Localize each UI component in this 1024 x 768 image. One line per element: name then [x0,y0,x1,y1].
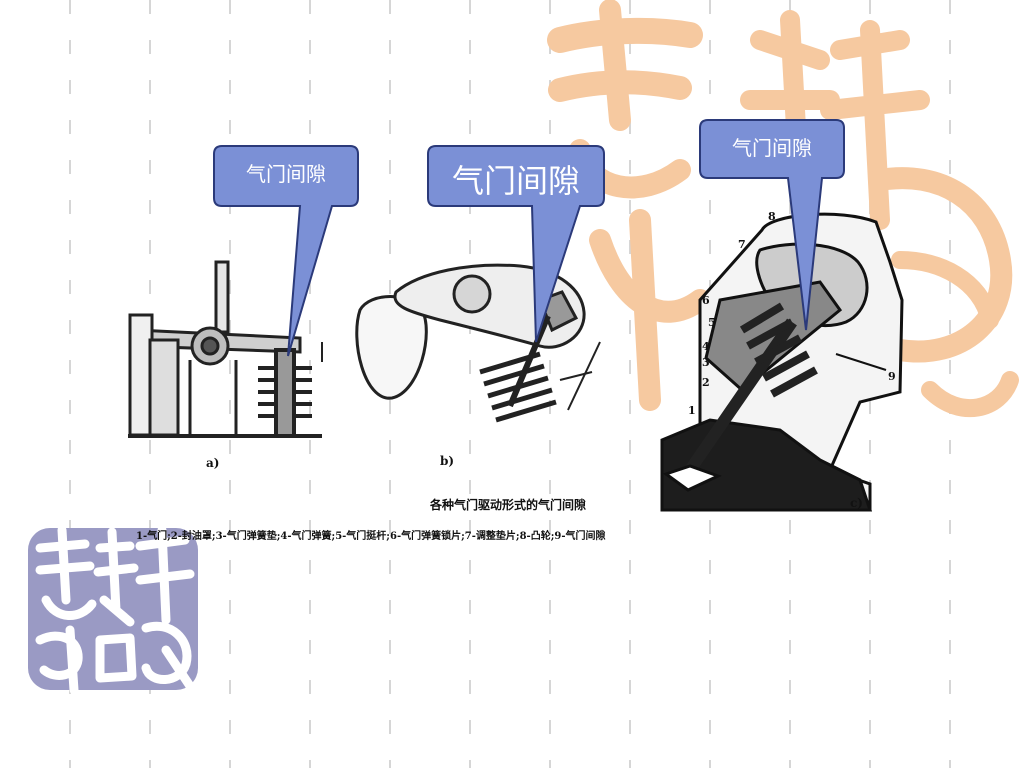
sub-label-a: a) [206,456,220,470]
callout-c [699,119,845,331]
callout-b-text: 气门间隙 [451,162,580,200]
diagram-a-rocker-arm [128,260,323,438]
valve-spring-a [258,348,312,438]
callout-b [427,145,605,343]
figure-legend: 1-气门;2-封油罩;3-气门弹簧垫;4-气门弹簧;5-气门挺杆;6-气门弹簧锁… [136,531,606,542]
seal-logo [28,525,198,695]
sub-label-b: b) [440,454,455,468]
callout-a-text: 气门间隙 [246,162,326,186]
callout-a [213,145,359,357]
callout-c-text: 气门间隙 [732,136,812,160]
part-number-7: 7 [738,238,746,251]
figure-caption: 各种气门驱动形式的气门间隙 [430,498,587,512]
part-number-1: 1 [688,404,696,417]
part-number-3: 3 [702,356,710,369]
valve-spring-c [739,302,818,398]
part-number-9: 9 [888,370,896,383]
diagram-c-cylinder-head [660,212,904,512]
part-number-4: 4 [702,340,710,353]
sub-label-c: c) [850,496,863,510]
diagram-b-cam [355,263,601,423]
part-number-6: 6 [702,294,710,307]
valve-spring-b [479,351,557,423]
part-number-2: 2 [702,376,710,389]
part-number-8: 8 [768,210,776,223]
part-number-5: 5 [708,316,716,329]
